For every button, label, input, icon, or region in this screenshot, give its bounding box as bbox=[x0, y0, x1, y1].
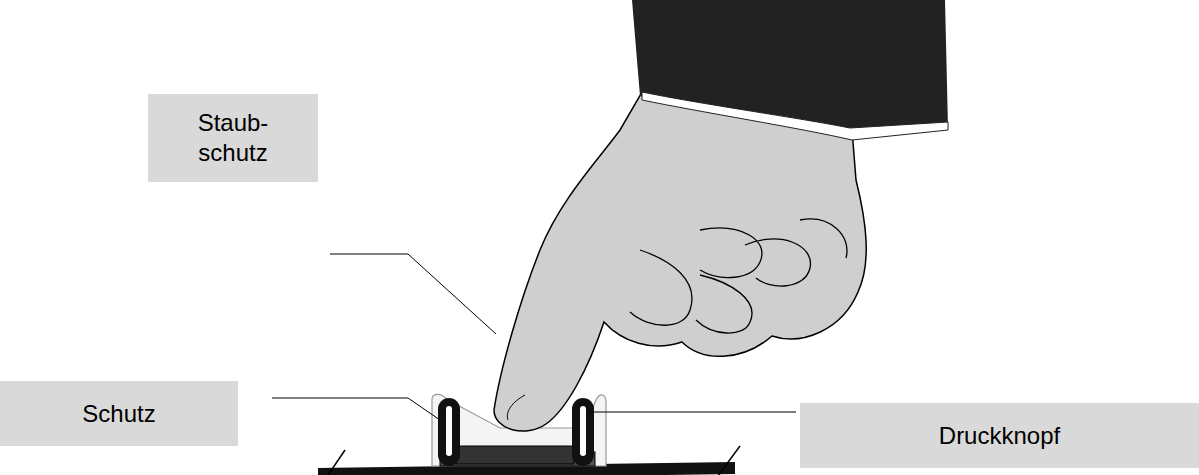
part-label: Staub- schutz bbox=[178, 108, 288, 168]
leader-line bbox=[330, 254, 496, 334]
guard-slot bbox=[580, 406, 586, 456]
label-box: Staub- schutz bbox=[148, 94, 318, 182]
shirt-cuff bbox=[642, 92, 948, 140]
label-stack: Druckknopf bbox=[939, 421, 1060, 451]
hand bbox=[494, 92, 866, 431]
label-stack: Staub- schutz bbox=[178, 108, 288, 168]
part-label: Druckknopf bbox=[939, 421, 1060, 451]
leader-line bbox=[590, 412, 796, 413]
push-button bbox=[456, 446, 574, 464]
sleeve bbox=[632, 0, 948, 136]
finger-contours bbox=[630, 219, 847, 333]
label-box: Schutz bbox=[0, 381, 238, 446]
leader-line bbox=[272, 398, 440, 420]
guard-post bbox=[572, 398, 594, 466]
guard-slot bbox=[446, 406, 452, 456]
guard-post bbox=[438, 398, 460, 466]
break-mark bbox=[318, 450, 345, 475]
part-label: Schutz bbox=[82, 399, 155, 429]
fingernail bbox=[507, 395, 525, 420]
label-box: Druckknopf bbox=[800, 403, 1199, 468]
label-stack: Schutz bbox=[82, 399, 155, 429]
break-mark bbox=[712, 446, 740, 475]
